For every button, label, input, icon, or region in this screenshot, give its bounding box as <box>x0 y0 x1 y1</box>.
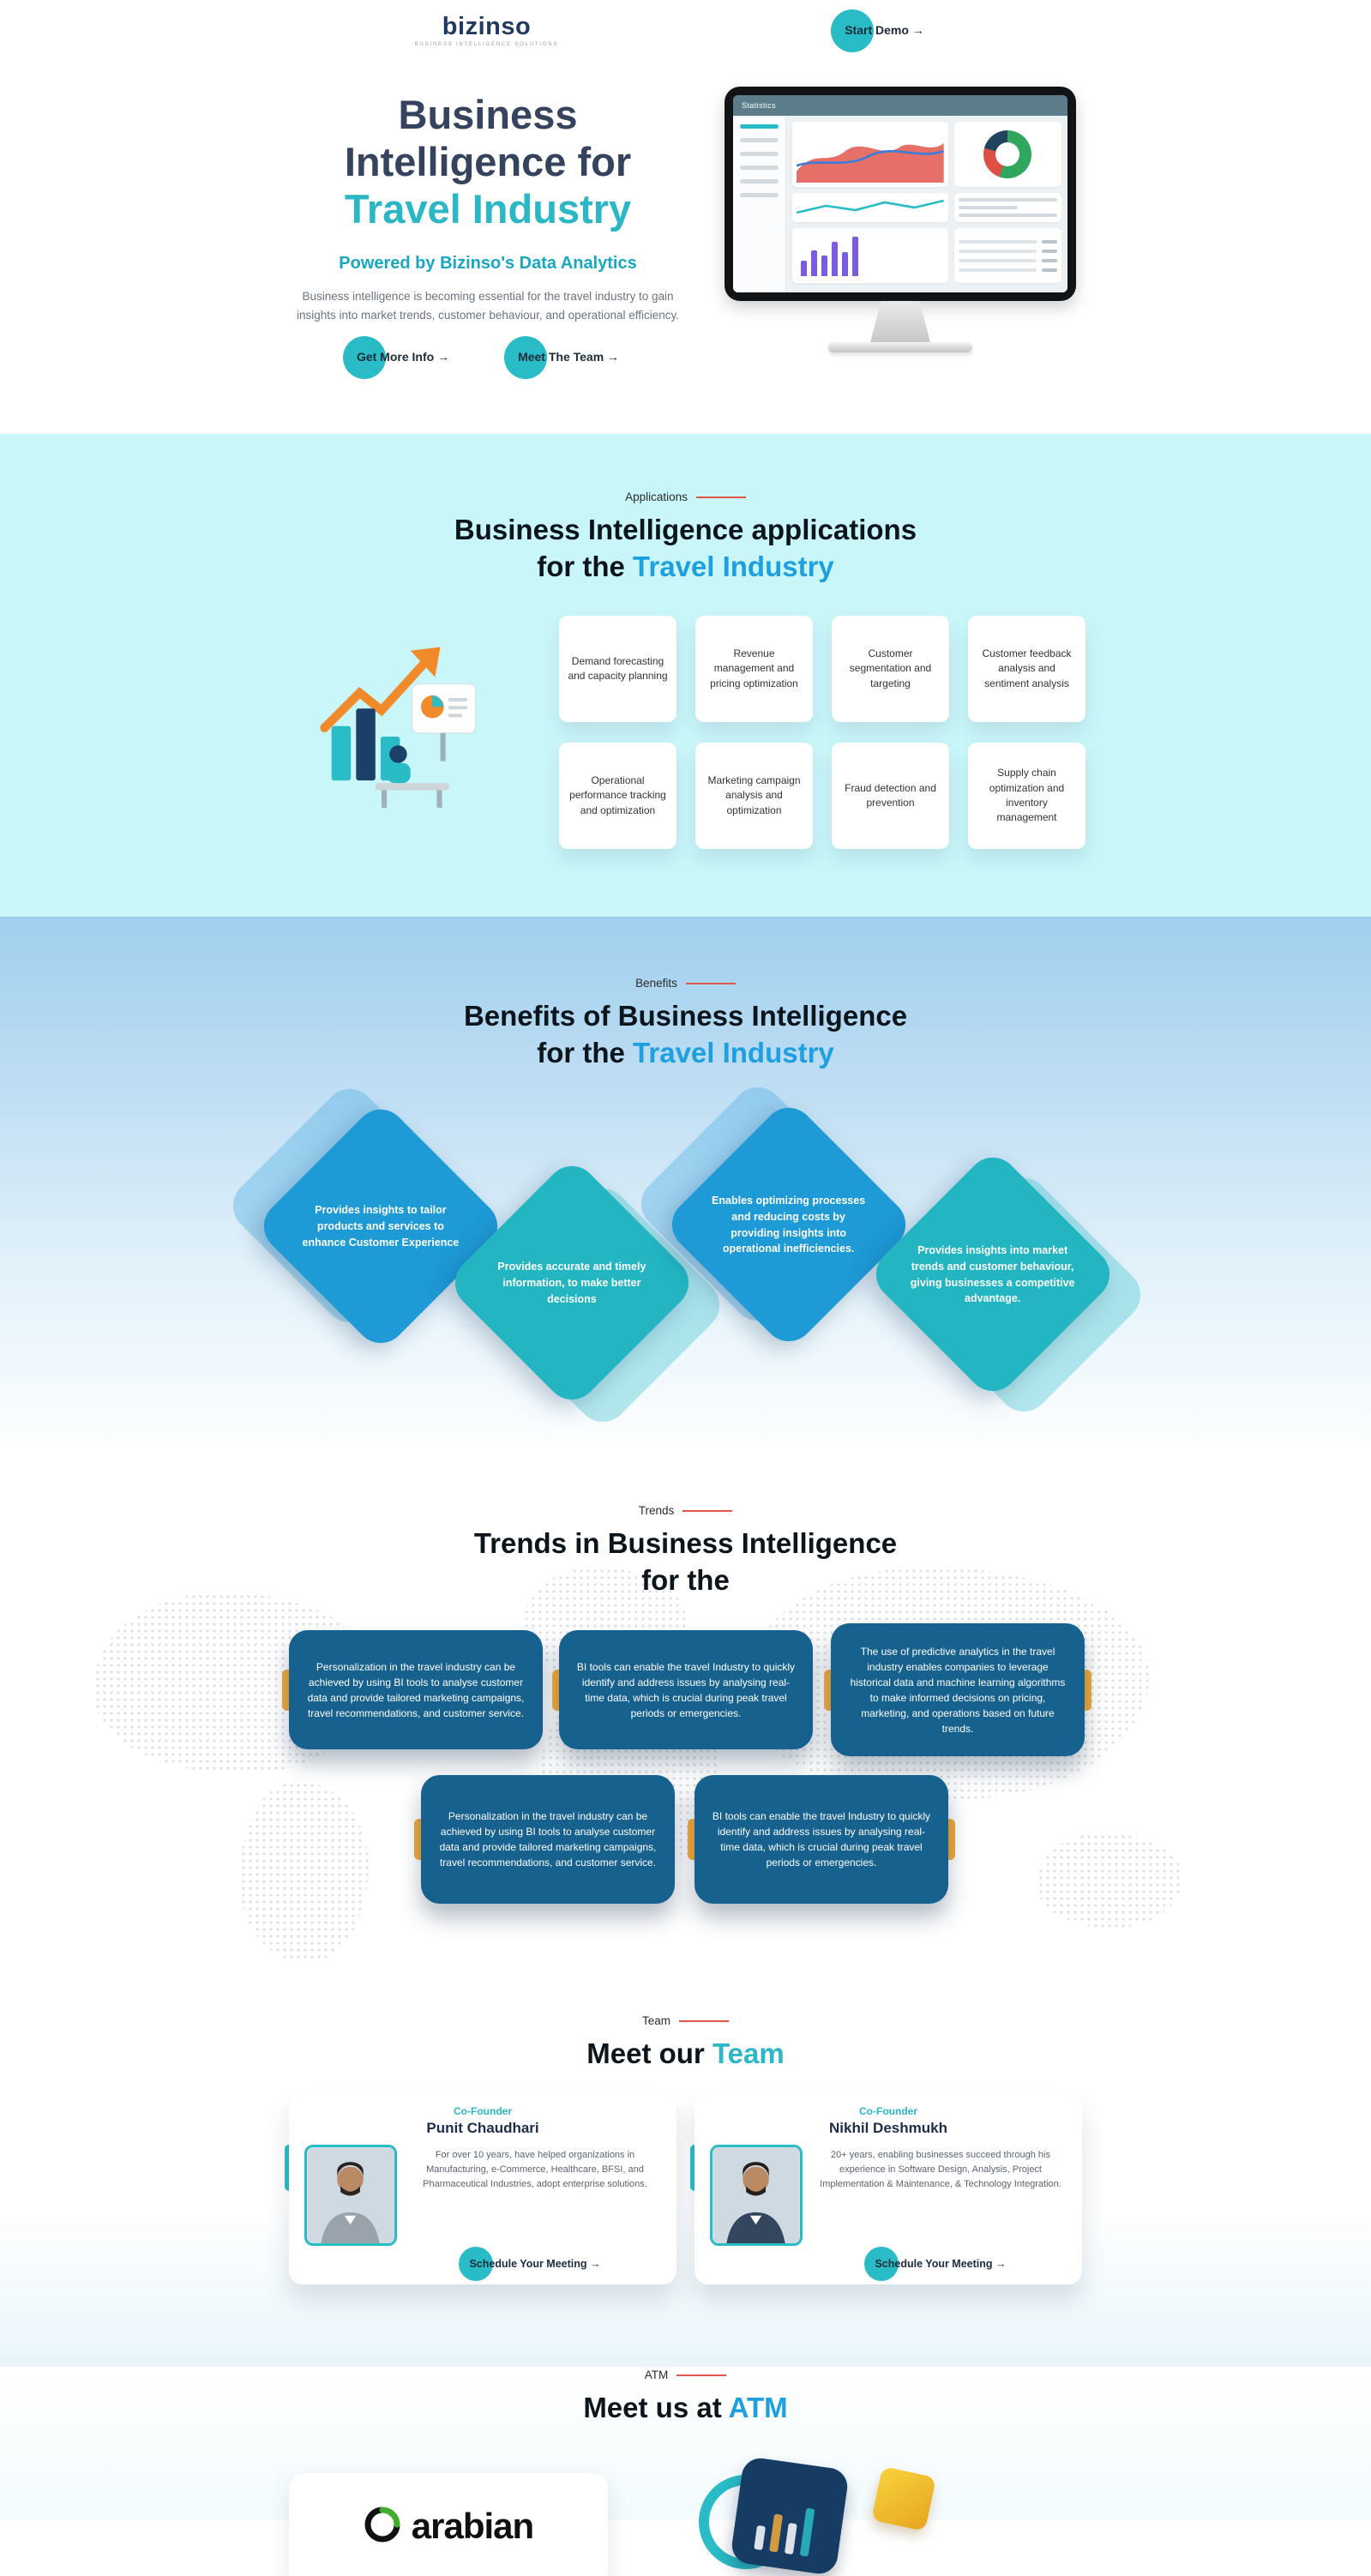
team-label: Team <box>0 2011 1371 2027</box>
dashboard-mini-line-chart <box>792 193 948 222</box>
dashboard-screen: Statistics <box>733 95 1067 292</box>
dashboard-bar-chart <box>792 228 948 283</box>
hero-title-line1: Business <box>398 92 578 137</box>
dashboard-table <box>953 228 1061 283</box>
chart-panel <box>729 2455 851 2576</box>
sidebar-menu-line <box>740 193 779 197</box>
dashboard-mini-stats <box>953 193 1061 222</box>
application-card: Supply chain optimization and inventory … <box>968 743 1085 849</box>
bizinso-logo[interactable]: bizinso BUSINESS INTELLIGENCE SOLUTIONS <box>414 12 559 47</box>
dashboard-area-chart <box>792 122 948 187</box>
team-card: Co-Founder Punit Chaudhari For over 10 y… <box>285 2093 676 2284</box>
atm-heading: Meet us at ATM <box>583 2392 788 2423</box>
meet-the-team-button[interactable]: Meet The Team → <box>504 336 620 380</box>
team-heading: Meet our Team <box>586 2037 785 2069</box>
label-line <box>695 497 746 499</box>
site-header: bizinso BUSINESS INTELLIGENCE SOLUTIONS … <box>0 0 1371 61</box>
sidebar-menu-line <box>740 179 779 184</box>
application-card: Operational performance tracking and opt… <box>559 743 676 849</box>
trends-label: Trends <box>0 1447 1371 1517</box>
benefits-section: Benefits Benefits of Business Intelligen… <box>0 917 1371 1447</box>
team-photo <box>710 2145 803 2246</box>
yellow-cube <box>871 2466 936 2531</box>
trend-card: Personalization in the travel industry c… <box>282 1630 543 1749</box>
trend-card: BI tools can enable the travel Industry … <box>688 1775 955 1904</box>
partner-name: arabian <box>411 2506 534 2546</box>
hero-description: Business intelligence is becoming essent… <box>297 289 679 322</box>
dashboard-topbar: Statistics <box>733 95 1067 116</box>
sidebar-menu-line <box>740 166 779 170</box>
donut <box>983 130 1032 178</box>
team-card: Co-Founder Nikhil Deshmukh 20+ years, en… <box>690 2093 1082 2284</box>
benefits-heading: Benefits of Business Intelligence for th… <box>463 1000 908 1068</box>
trend-card: BI tools can enable the travel Industry … <box>552 1630 813 1749</box>
application-card: Demand forecasting and capacity planning <box>559 616 676 722</box>
applications-section: Applications Business Intelligence appli… <box>0 434 1371 917</box>
monitor-stand <box>870 301 930 342</box>
logo-tagline: BUSINESS INTELLIGENCE SOLUTIONS <box>414 41 559 47</box>
logo-text: bizinso <box>442 12 532 40</box>
sidebar-menu-line <box>740 138 779 142</box>
analytics-illustration <box>307 623 496 811</box>
button-circle <box>459 2247 494 2281</box>
get-more-info-label: Get More Info → <box>356 350 450 364</box>
button-circle <box>864 2247 899 2281</box>
hero-title-highlight: Travel Industry <box>344 185 632 232</box>
member-role: Co-Founder <box>859 2105 917 2117</box>
team-section: Team Meet our Team Co-Founder Punit Chau… <box>0 2011 1371 2367</box>
application-card: Customer segmentation and targeting <box>832 616 949 722</box>
dashboard-sidebar <box>733 116 786 292</box>
atm-illustration-charts <box>699 2455 870 2576</box>
monitor-illustration: Statistics <box>725 87 1076 352</box>
benefits-label: Benefits <box>0 917 1371 990</box>
hero-section: Business Intelligence for Travel Industr… <box>0 61 1371 434</box>
label-line <box>682 1510 733 1513</box>
trends-section: Trends Trends in Business Intelligence f… <box>0 1447 1371 2011</box>
schedule-meeting-button[interactable]: Schedule Your Meeting → <box>459 2247 601 2281</box>
monitor-base <box>828 342 972 352</box>
atm-illustration-cube <box>871 2466 945 2540</box>
dashboard-title: Statistics <box>742 101 777 110</box>
button-circle <box>342 336 386 380</box>
start-demo-button[interactable]: Start Demo → <box>831 9 924 52</box>
applications-heading: Business Intelligence applications for t… <box>454 514 917 582</box>
label-line <box>679 2020 729 2023</box>
schedule-meeting-button[interactable]: Schedule Your Meeting → <box>864 2247 1007 2281</box>
button-circle <box>504 336 548 380</box>
start-demo-label: Start Demo → <box>845 22 924 37</box>
hero-title: Business Intelligence for Travel Industr… <box>289 92 687 233</box>
applications-grid: Demand forecasting and capacity planning… <box>559 616 1085 849</box>
trend-card: The use of predictive analytics in the t… <box>824 1623 1091 1756</box>
dashboard-donut-chart <box>953 122 1061 187</box>
hero-subtitle: Powered by Bizinso's Data Analytics <box>339 253 637 273</box>
application-card: Fraud detection and prevention <box>832 743 949 849</box>
dashboard-main <box>786 116 1067 292</box>
atm-label: ATM <box>0 2367 1371 2381</box>
member-name: Nikhil Deshmukh <box>829 2120 947 2136</box>
application-card: Revenue management and pricing optimizat… <box>695 616 813 722</box>
applications-label: Applications <box>0 434 1371 503</box>
sidebar-menu-line <box>740 124 779 129</box>
member-bio: For over 10 years, have helped organizat… <box>423 2150 647 2190</box>
button-circle <box>831 9 875 52</box>
trend-card: Personalization in the travel industry c… <box>414 1775 675 1904</box>
member-bio: 20+ years, enabling businesses succeed t… <box>820 2150 1061 2190</box>
world-map-dots <box>94 1568 1278 1979</box>
hero-title-line2: Intelligence for <box>344 138 632 184</box>
get-more-info-button[interactable]: Get More Info → <box>342 336 450 380</box>
monitor-frame: Statistics <box>725 87 1076 301</box>
team-photo <box>304 2145 397 2246</box>
member-role: Co-Founder <box>454 2105 512 2117</box>
member-name: Punit Chaudhari <box>426 2120 539 2136</box>
atm-section: ATM Meet us at ATM arabian <box>0 2367 1371 2576</box>
label-line <box>685 983 736 985</box>
partner-card: arabian <box>289 2473 608 2576</box>
arabian-logo-icon <box>364 2506 401 2548</box>
sidebar-menu-line <box>740 152 779 156</box>
meet-the-team-label: Meet The Team → <box>518 350 620 364</box>
application-card: Customer feedback analysis and sentiment… <box>968 616 1085 722</box>
application-card: Marketing campaign analysis and optimiza… <box>695 743 813 849</box>
label-line <box>676 2374 727 2377</box>
trends-heading: Trends in Business Intelligence for the <box>473 1527 898 1596</box>
